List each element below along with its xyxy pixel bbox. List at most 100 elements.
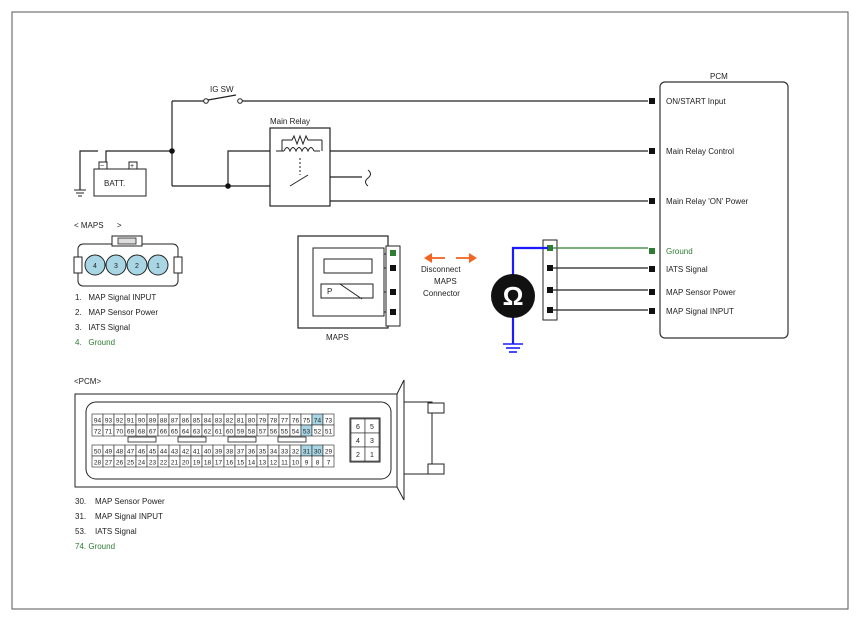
pcm-pin-number: 47 [127, 449, 135, 456]
disconnect-line1: Disconnect [421, 265, 461, 274]
circuit-wires [79, 100, 648, 202]
maps-sensor-label: MAPS [326, 333, 349, 342]
maps-pin-number: 4 [93, 263, 97, 270]
pcm-pin-number: 20 [182, 460, 190, 467]
pcm-pin-number: 77 [281, 418, 289, 425]
pcm-pin-number: 72 [94, 429, 102, 436]
pcm-pin-number: 50 [94, 449, 102, 456]
pcm-pin-number: 73 [325, 418, 333, 425]
pcm-legend-item: 74. Ground [75, 542, 115, 551]
pcm-pin-number: 90 [138, 418, 146, 425]
pcm-pin-terminal [649, 289, 655, 295]
battery-label: BATT. [104, 179, 125, 188]
ig-sw-label: IG SW [210, 85, 234, 94]
pcm-connector-title: <PCM> [74, 377, 101, 386]
pcm-pin-label: MAP Sensor Power [666, 288, 736, 297]
pcm-pin-number: 91 [127, 418, 135, 425]
pcm-pin-number: 68 [138, 429, 146, 436]
maps-pin-cavity [147, 254, 169, 276]
diagram-frame [11, 11, 849, 610]
pcm-pin-number: 8 [316, 460, 320, 467]
pcm-pin-number: 33 [281, 449, 289, 456]
pcm-pin-cell [322, 455, 335, 468]
disconnect-line2: MAPS [434, 277, 457, 286]
pcm-pin-number: 22 [160, 460, 168, 467]
maps-legend-item: 1. MAP Signal INPUT [75, 293, 156, 302]
pcm-pin-label: MAP Signal INPUT [666, 307, 734, 316]
ignition-switch: IG SW [203, 85, 243, 104]
pcm-pin-number: 62 [204, 429, 212, 436]
pcm-pin-number: 49 [105, 449, 113, 456]
pcm-pin-number: 58 [248, 429, 256, 436]
pcm-pin-terminal [649, 98, 655, 104]
pcm-pin-label: Main Relay 'ON' Power [666, 197, 749, 206]
pcm-pin-number: 17 [215, 460, 223, 467]
maps-pin-cavity [84, 254, 106, 276]
battery-minus-icon: − [100, 163, 104, 170]
pcm-pin-number: 65 [171, 429, 179, 436]
pcm-pin-label: ON/START Input [666, 97, 726, 106]
pcm-pin-terminal [649, 148, 655, 154]
pcm-pin-number: 42 [182, 449, 190, 456]
pcm-pin-terminal [649, 248, 655, 254]
pcm-pin-number: 29 [325, 449, 333, 456]
pcm-pin-number: 51 [325, 429, 333, 436]
pcm-title: PCM [710, 72, 728, 81]
pcm-pin-label: IATS Signal [666, 265, 708, 274]
pcm-pin-number: 23 [149, 460, 157, 467]
main-relay: Main Relay [269, 117, 331, 207]
maps-sensor-p-label: P [327, 287, 332, 296]
pcm-legend-item: 31. MAP Signal INPUT [75, 512, 163, 521]
pcm-pin-label: Ground [666, 247, 693, 256]
maps-sensor: P MAPS [297, 235, 401, 342]
maps-legend-item: 4. Ground [75, 338, 115, 347]
pcm-pin-number: 78 [270, 418, 278, 425]
pcm-pin-number: 52 [314, 429, 322, 436]
pcm-connector-body [74, 379, 445, 501]
pcm-pin-number: 48 [116, 449, 124, 456]
pcm-pin-number: 7 [327, 460, 331, 467]
main-relay-label: Main Relay [270, 117, 310, 126]
pcm-small-pin-number: 4 [356, 438, 360, 445]
pcm-legend-item: 53. IATS Signal [75, 527, 137, 536]
pcm-pin-number: 31 [303, 449, 311, 456]
pcm-pin-number: 70 [116, 429, 124, 436]
maps-pin-cavity [126, 254, 148, 276]
pcm-pin-number: 67 [149, 429, 157, 436]
pcm-pin-number: 44 [160, 449, 168, 456]
pcm-pin-cell [322, 424, 335, 437]
pcm-pin-number: 75 [303, 418, 311, 425]
pcm-pin-number: 16 [226, 460, 234, 467]
pcm-small-pin-number: 6 [356, 424, 360, 431]
pcm-pin-number: 61 [215, 429, 223, 436]
pcm-pin-number: 92 [116, 418, 124, 425]
pcm-pin-number: 12 [270, 460, 278, 467]
pcm-pin-number: 53 [303, 429, 311, 436]
pcm-pin-number: 46 [138, 449, 146, 456]
pcm-pin-number: 26 [116, 460, 124, 467]
pcm-pin-number: 27 [105, 460, 113, 467]
ohmmeter: Ω [491, 246, 548, 353]
maps-pin-number: 3 [114, 263, 118, 270]
maps-pin-number: 2 [135, 263, 139, 270]
pcm-pin-number: 15 [237, 460, 245, 467]
pcm-pin-number: 86 [182, 418, 190, 425]
pcm-pin-number: 21 [171, 460, 179, 467]
relay-coil-icon [276, 134, 323, 187]
pcm-pin-number: 35 [259, 449, 267, 456]
disconnect-line3: Connector [423, 289, 460, 298]
pcm-pin-number: 41 [193, 449, 201, 456]
pcm-pin-terminal [649, 308, 655, 314]
pcm-pin-number: 24 [138, 460, 146, 467]
pcm-pin-number: 89 [149, 418, 157, 425]
pcm-pin-number: 39 [215, 449, 223, 456]
pcm-pin-number: 9 [305, 460, 309, 467]
pcm-pin-number: 38 [226, 449, 234, 456]
pcm-pin-number: 84 [204, 418, 212, 425]
pcm-pin-number: 83 [215, 418, 223, 425]
pcm-pin-number: 59 [237, 429, 245, 436]
